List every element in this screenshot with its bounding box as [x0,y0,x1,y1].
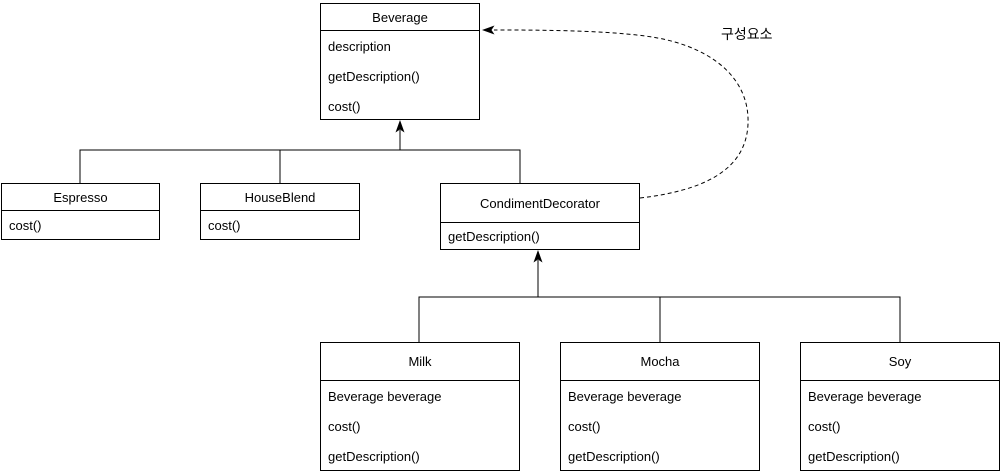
inheritance-bus-bottom [418,296,901,342]
class-houseblend[interactable]: HouseBlend cost() [200,183,360,240]
component-annotation-label[interactable]: 구성요소 [721,26,773,42]
class-soy[interactable]: Soy Beverage beverage cost() getDescript… [800,342,1000,471]
class-member: cost() [568,418,601,434]
class-member: getDescription() [448,229,540,244]
class-soy-members: Beverage beverage cost() getDescription(… [801,381,999,471]
class-mocha-title: Mocha [561,343,759,381]
class-espresso-members: cost() [2,211,159,240]
class-milk-members: Beverage beverage cost() getDescription(… [321,381,519,471]
class-beverage-title: Beverage [321,4,479,31]
class-member: getDescription() [328,68,420,84]
class-member: cost() [208,218,241,233]
class-member: description [328,38,391,54]
class-member: cost() [9,218,42,233]
class-beverage-members: description getDescription() cost() [321,31,479,121]
inheritance-arrowhead-condiment [533,250,543,263]
class-mocha-members: Beverage beverage cost() getDescription(… [561,381,759,471]
class-member: getDescription() [568,448,660,464]
class-espresso[interactable]: Espresso cost() [1,183,160,240]
class-mocha[interactable]: Mocha Beverage beverage cost() getDescri… [560,342,760,471]
class-member: cost() [808,418,841,434]
class-condimentdecorator-members: getDescription() [441,223,639,250]
class-espresso-title: Espresso [2,184,159,211]
class-milk-title: Milk [321,343,519,381]
class-houseblend-members: cost() [201,211,359,240]
class-member: Beverage beverage [808,388,922,404]
composition-dashed-curve [493,29,749,199]
class-member: cost() [328,98,361,114]
class-member: getDescription() [808,448,900,464]
class-member: Beverage beverage [568,388,682,404]
class-member: cost() [328,418,361,434]
class-condimentdecorator-title: CondimentDecorator [441,184,639,223]
class-member: Beverage beverage [328,388,442,404]
inheritance-arrowhead-beverage [395,120,405,133]
class-condimentdecorator[interactable]: CondimentDecorator getDescription() [440,183,640,250]
composition-arrowhead [482,25,495,35]
class-member: getDescription() [328,448,420,464]
inheritance-bus-top [79,149,521,183]
class-milk[interactable]: Milk Beverage beverage cost() getDescrip… [320,342,520,471]
class-soy-title: Soy [801,343,999,381]
class-beverage[interactable]: Beverage description getDescription() co… [320,3,480,120]
class-houseblend-title: HouseBlend [201,184,359,211]
